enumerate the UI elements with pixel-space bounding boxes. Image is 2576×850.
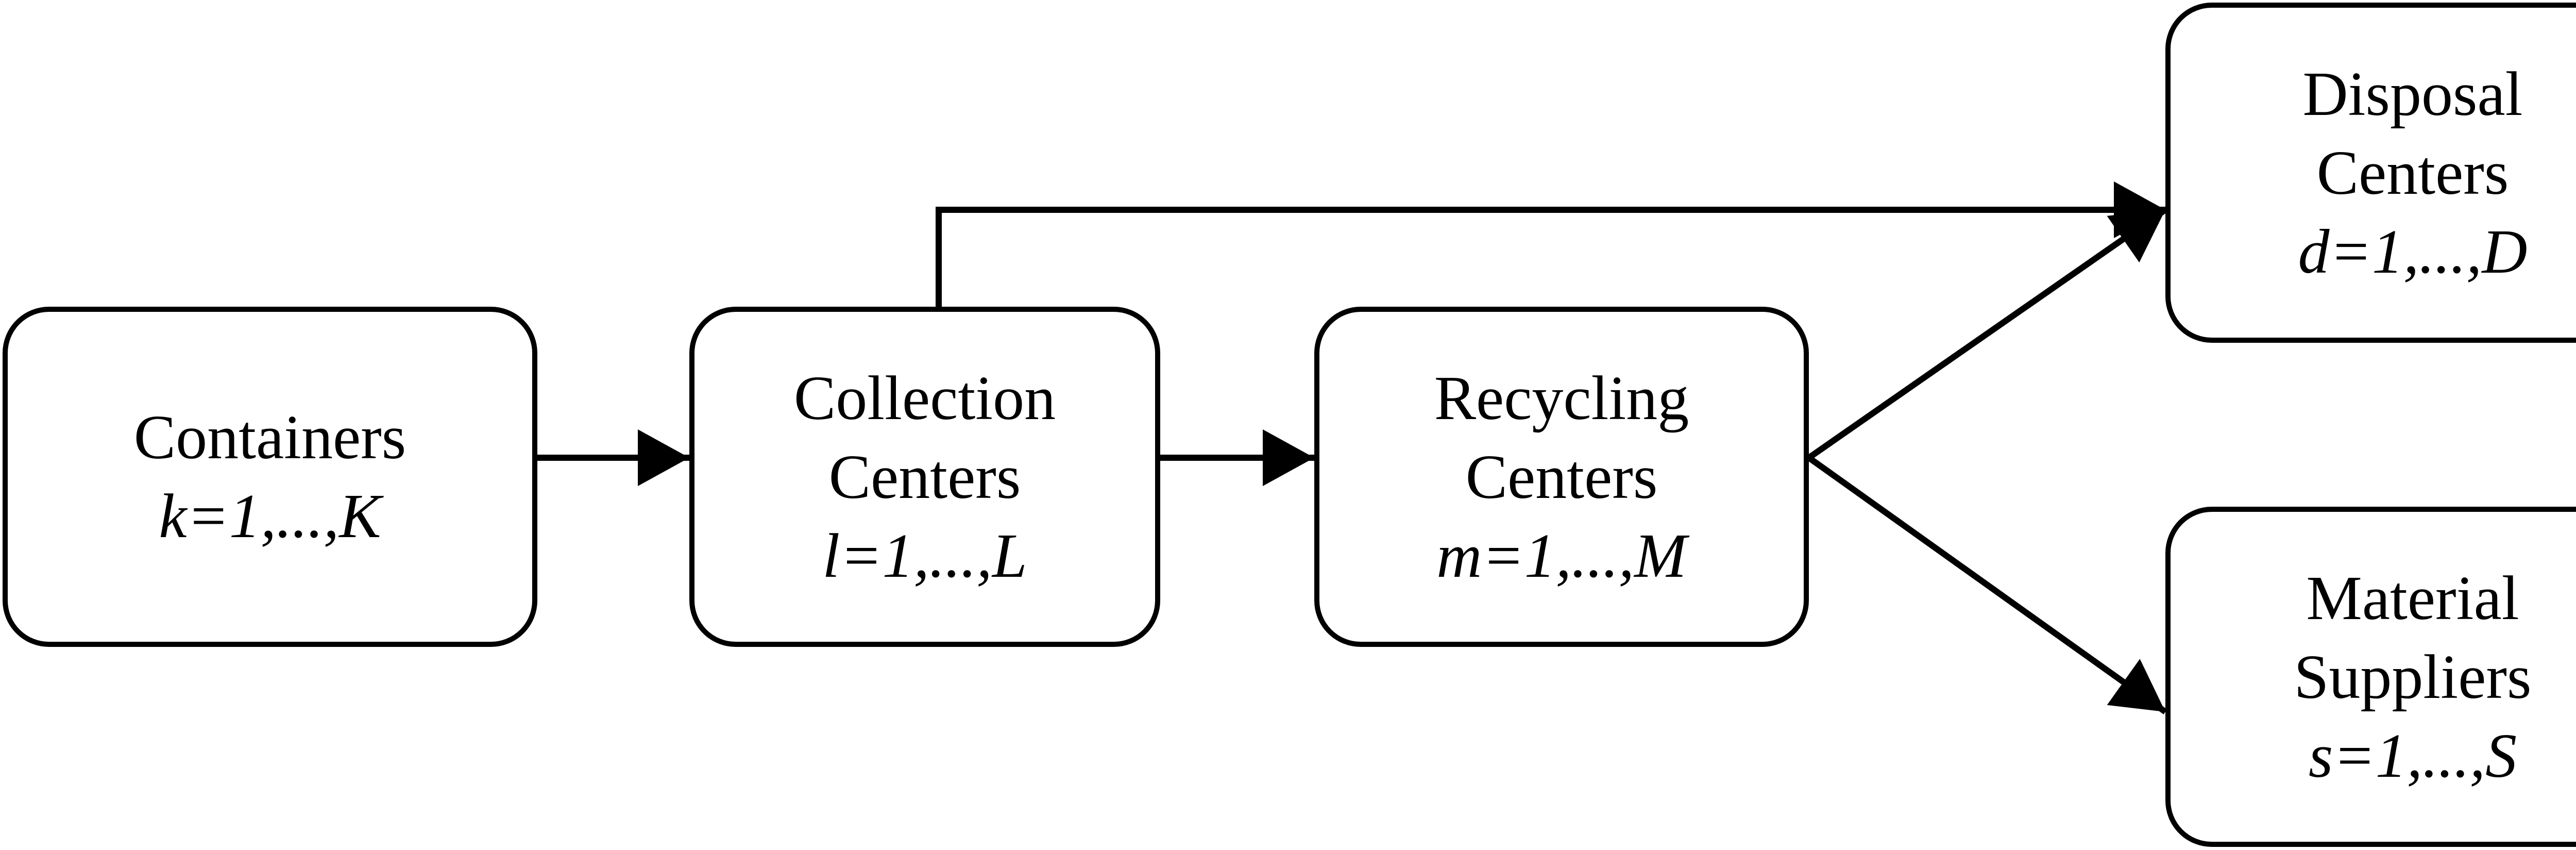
disposal-centers-label-line-1: Disposal (2302, 59, 2523, 129)
recycling-centers-index: m=1,...,M (1436, 521, 1687, 591)
material-suppliers-index: s=1,...,S (2308, 721, 2517, 791)
recycling-centers-label-line-2: Centers (1465, 442, 1658, 512)
material-suppliers-label-line-1: Material (2306, 563, 2519, 633)
edge-recycling-to-disposal (1807, 207, 2167, 460)
collection-centers-index: l=1,...,L (822, 521, 1027, 591)
edge-recycling-to-suppliers (1807, 455, 2167, 714)
disposal-centers-index: d=1,...,D (2298, 216, 2528, 287)
recycling-centers-node: Recycling Centers m=1,...,M (1314, 307, 1809, 647)
collection-centers-label-line-2: Centers (828, 442, 1021, 512)
material-suppliers-label-line-2: Suppliers (2294, 642, 2532, 712)
collection-centers-label-line-1: Collection (793, 363, 1056, 433)
containers-index: k=1,...,K (159, 481, 381, 551)
recycling-centers-label-line-1: Recycling (1434, 363, 1689, 433)
disposal-centers-label-line-2: Centers (2316, 138, 2509, 208)
containers-node: Containers k=1,...,K (3, 307, 537, 647)
containers-label: Containers (133, 403, 406, 472)
disposal-centers-node: Disposal Centers d=1,...,D (2165, 3, 2576, 343)
material-suppliers-node: Material Suppliers s=1,...,S (2165, 507, 2576, 847)
edge-collection-to-disposal (936, 181, 2165, 307)
collection-centers-node: Collection Centers l=1,...,L (689, 307, 1160, 647)
